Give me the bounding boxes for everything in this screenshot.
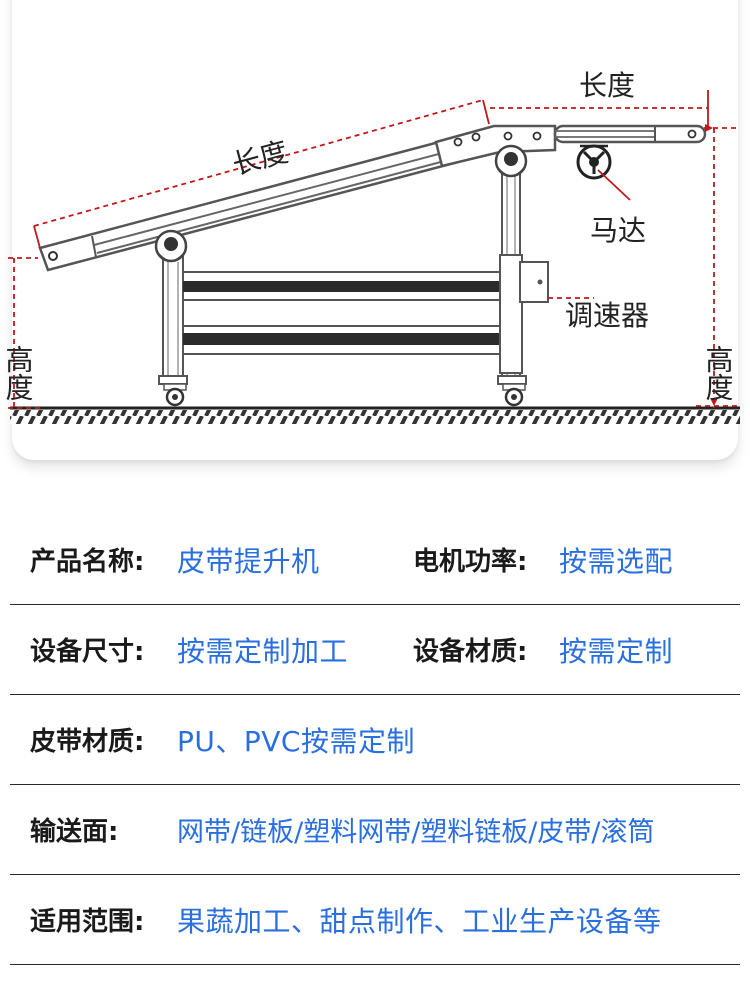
spec-value-conveying-surface: 网带/链板/塑料网带/塑料链板/皮带/滚筒 [177, 817, 655, 848]
spec-row-conveying-surface: 输送面: 网带/链板/塑料网带/塑料链板/皮带/滚筒 [10, 785, 740, 875]
left-pivot-pulley [154, 229, 188, 263]
spec-label-application: 适用范围: [30, 907, 145, 937]
spec-label-conveying-surface: 输送面: [30, 817, 119, 847]
spec-row-name-power: 产品名称: 皮带提升机 电机功率: 按需选配 [10, 515, 740, 605]
right-pivot-pulley [494, 144, 528, 178]
spec-value-motor-power: 按需选配 [559, 544, 674, 578]
spec-value-material: 按需定制 [559, 634, 674, 668]
spec-row-application: 适用范围: 果蔬加工、甜点制作、工业生产设备等 [10, 875, 740, 965]
spec-value-product-name: 皮带提升机 [177, 544, 320, 578]
joint-plate [434, 124, 557, 168]
spec-label-belt-material: 皮带材质: [30, 727, 145, 757]
right-caster-wheel [502, 383, 526, 407]
spec-value-application: 果蔬加工、甜点制作、工业生产设备等 [177, 904, 662, 938]
spec-value-belt-material: PU、PVC按需定制 [177, 724, 415, 758]
length-label-inclined: 长度 [229, 135, 292, 181]
spec-label-product-name: 产品名称: [30, 547, 145, 577]
spec-row-size-material: 设备尺寸: 按需定制加工 设备材质: 按需定制 [10, 605, 740, 695]
left-support-leg [158, 254, 188, 385]
spec-label-motor-power: 电机功率: [413, 547, 528, 577]
dimension-lines [8, 90, 740, 409]
spec-label-material: 设备材质: [413, 637, 528, 667]
speed-controller-box [519, 261, 549, 303]
height-label-left: 高度 [2, 345, 35, 401]
spec-label-size: 设备尺寸: [30, 637, 145, 667]
height-label-right: 高度 [702, 345, 735, 401]
left-caster-wheel [163, 383, 187, 407]
motor-icon [576, 144, 612, 180]
spec-table: 产品名称: 皮带提升机 电机功率: 按需选配 设备尺寸: 按需定制加工 设备材质… [10, 515, 740, 965]
cross-frame [182, 254, 523, 374]
speed-controller-label: 调速器 [565, 299, 649, 332]
motor-label: 马达 [590, 214, 646, 247]
spec-row-belt-material: 皮带材质: PU、PVC按需定制 [10, 695, 740, 785]
length-label-horizontal: 长度 [579, 69, 635, 102]
horizontal-conveyor [553, 124, 707, 144]
ground-hatch [10, 406, 740, 424]
spec-value-size: 按需定制加工 [177, 634, 349, 668]
conveyor-diagram: 长度 长度 马达 调速器 高度 高度 [2, 69, 740, 424]
